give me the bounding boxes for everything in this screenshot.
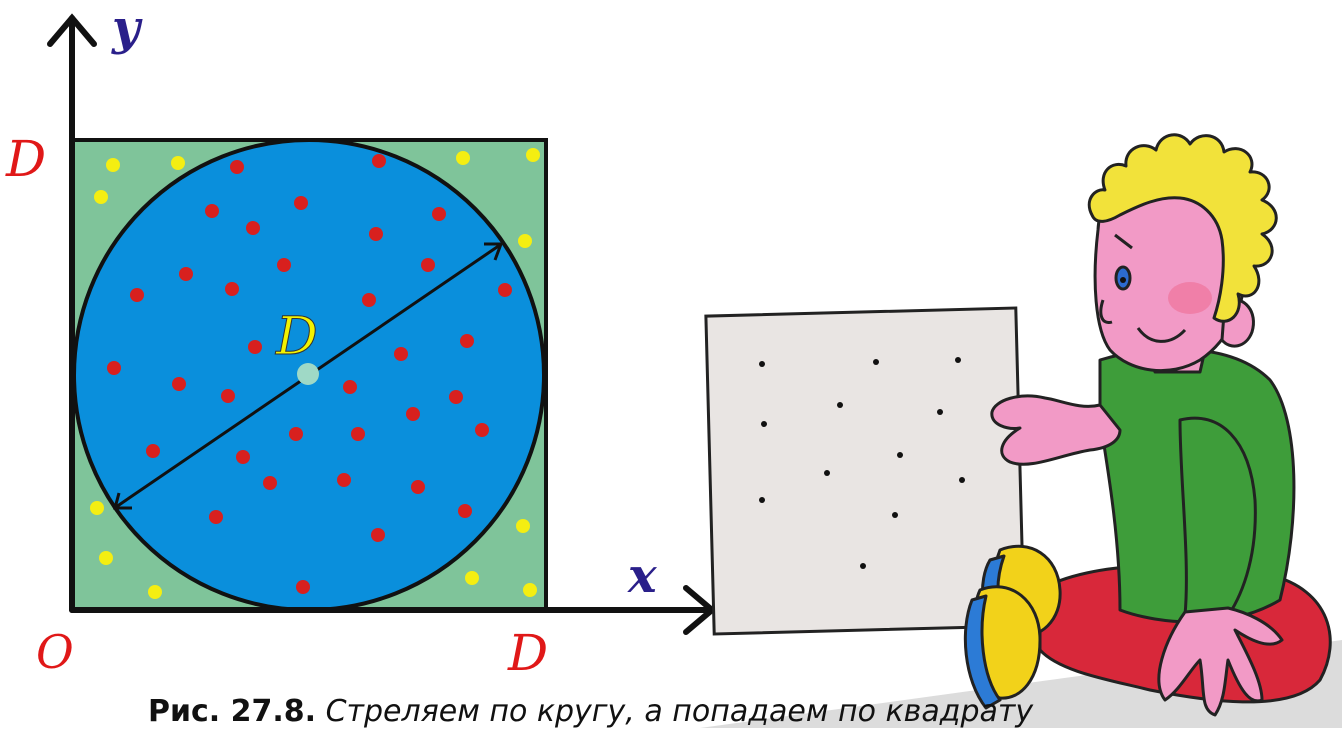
yellow-dot [518, 234, 532, 248]
target-sheet [706, 308, 1024, 634]
hole-dot [837, 402, 843, 408]
red-dot [498, 283, 512, 297]
red-dot [230, 160, 244, 174]
yellow-dot [99, 551, 113, 565]
red-dot [449, 390, 463, 404]
red-dot [263, 476, 277, 490]
red-dot [179, 267, 193, 281]
red-dot [343, 380, 357, 394]
red-dot [432, 207, 446, 221]
red-dot [362, 293, 376, 307]
red-dot [205, 204, 219, 218]
red-dot [421, 258, 435, 272]
red-dot [221, 389, 235, 403]
red-dot [411, 480, 425, 494]
hole-dot [959, 477, 965, 483]
red-dot [372, 154, 386, 168]
red-dot [107, 361, 121, 375]
d-label-top: D [5, 130, 46, 188]
hole-dot [759, 361, 765, 367]
d-label-center: D [275, 307, 318, 367]
yellow-dot [148, 585, 162, 599]
d-label-right: D [507, 624, 548, 682]
y-axis-label: y [111, 0, 143, 56]
red-dot [460, 334, 474, 348]
caption-text: Стреляем по кругу, а попадаем по квадрат… [326, 694, 1034, 729]
figure-caption: Рис. 27.8. Стреляем по кругу, а попадаем… [148, 692, 1033, 732]
yellow-dot [523, 583, 537, 597]
red-dot [371, 528, 385, 542]
red-dot [337, 473, 351, 487]
hole-dot [759, 497, 765, 503]
red-dot [225, 282, 239, 296]
hole-dot [873, 359, 879, 365]
red-dot [458, 504, 472, 518]
yellow-dot [106, 158, 120, 172]
hole-dot [897, 452, 903, 458]
red-dot [406, 407, 420, 421]
x-axis-label: x [627, 548, 658, 604]
hole-dot [892, 512, 898, 518]
hole-dot [824, 470, 830, 476]
red-dot [248, 340, 262, 354]
red-dot [394, 347, 408, 361]
boy-cheek [1168, 282, 1212, 314]
hole-dot [937, 409, 943, 415]
boy-pupil [1120, 277, 1126, 283]
red-dot [289, 427, 303, 441]
yellow-dot [94, 190, 108, 204]
red-dot [294, 196, 308, 210]
hole-dot [955, 357, 961, 363]
caption-number: Рис. 27.8. [148, 694, 316, 729]
origin-label: O [36, 625, 74, 679]
yellow-dot [526, 148, 540, 162]
yellow-dot [90, 501, 104, 515]
yellow-dot [171, 156, 185, 170]
hole-dot [860, 563, 866, 569]
hole-dot [761, 421, 767, 427]
red-dot [130, 288, 144, 302]
red-dot [236, 450, 250, 464]
red-dot [296, 580, 310, 594]
red-dot [146, 444, 160, 458]
cartoon-boy [965, 135, 1330, 715]
yellow-dot [516, 519, 530, 533]
red-dot [369, 227, 383, 241]
yellow-dot [465, 571, 479, 585]
yellow-dot [456, 151, 470, 165]
red-dot [475, 423, 489, 437]
red-dot [277, 258, 291, 272]
red-dot [246, 221, 260, 235]
red-dot [351, 427, 365, 441]
red-dot [209, 510, 223, 524]
red-dot [172, 377, 186, 391]
